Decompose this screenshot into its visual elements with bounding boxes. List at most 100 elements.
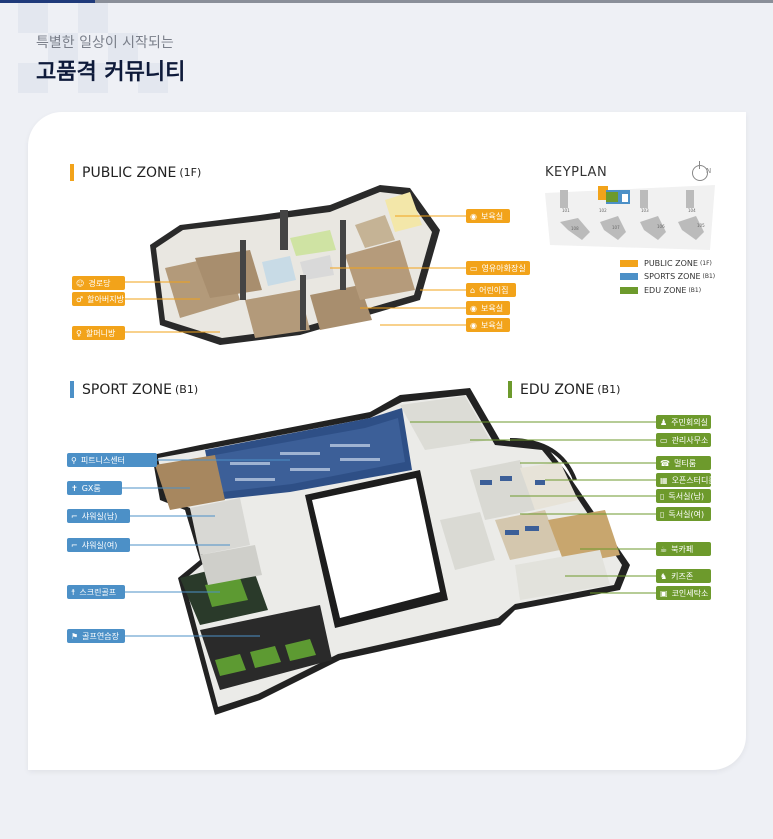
playground-icon: ⌂ <box>470 285 476 295</box>
tag-label: GX룸 <box>81 483 101 493</box>
public-tag: ▭영유아화장실 <box>466 261 530 275</box>
tag-label: 북카페 <box>671 544 694 554</box>
public-zone-sub: (1F) <box>179 166 202 179</box>
building-number: 101 <box>562 208 570 213</box>
nursing-icon: ▭ <box>470 263 478 273</box>
sport-tag: ⚑골프연습장 <box>67 629 125 643</box>
edu-tag: ☎멀티룸 <box>656 456 711 470</box>
edu-leader-lines <box>410 421 656 594</box>
tag-label: 영유아화장실 <box>481 263 526 273</box>
meeting-icon: ♟ <box>660 417 668 427</box>
golf-flag-icon: ⚑ <box>71 631 79 641</box>
golf-swing-icon: ☨ <box>71 587 76 597</box>
checker-decoration <box>18 3 198 113</box>
tag-label: 관리사무소 <box>671 435 709 445</box>
keyplan-building-numbers: 101 102 103 104 105 106 107 108 <box>562 208 705 231</box>
legend-swatch <box>620 273 638 280</box>
tag-label: 샤워실(남) <box>81 511 118 521</box>
legend-item: SPORTS ZONE (B1) <box>620 272 715 281</box>
keyplan-title: KEYPLAN <box>545 165 608 180</box>
tag-label: 할아버지방 <box>87 294 124 304</box>
edu-tag: ♟주민회의실 <box>656 415 711 429</box>
public-zone-marker <box>70 164 74 181</box>
sport-edu-plan <box>152 388 630 715</box>
study-room-icon: ▦ <box>660 475 668 485</box>
legend-label: EDU ZONE <box>644 286 687 295</box>
public-zone-title: PUBLIC ZONE (1F) <box>70 164 201 181</box>
tag-label: 스크린골프 <box>79 587 117 597</box>
page-title: 고품격 커뮤니티 <box>36 60 186 85</box>
edu-zone-marker <box>508 381 512 398</box>
edu-zone-label: EDU ZONE <box>520 381 595 398</box>
legend-sub: (B1) <box>688 287 702 294</box>
kids-icon: ♞ <box>660 571 668 581</box>
edu-tag: ▦오픈스터디룸 <box>656 473 716 487</box>
tag-label: 독서실(남) <box>668 491 705 501</box>
multi-room-icon: ☎ <box>660 458 670 468</box>
building-number: 102 <box>599 208 607 213</box>
tag-label: 피트니스센터 <box>80 455 126 465</box>
page-subtitle: 특별한 일상이 시작되는 <box>36 35 174 51</box>
sport-zone-sub: (B1) <box>175 383 199 396</box>
legend-sub: (1F) <box>699 260 712 267</box>
tag-label: 오픈스터디룸 <box>671 475 716 485</box>
tag-label: 보육실 <box>480 211 504 221</box>
top-bar-accent <box>0 0 95 3</box>
building-number: 106 <box>657 224 665 229</box>
building-number: 105 <box>697 223 705 228</box>
public-tag: ◉보육실 <box>466 209 510 223</box>
public-tag: ☺경로당 <box>72 276 125 290</box>
tag-label: 보육실 <box>480 320 504 330</box>
legend-label: SPORTS ZONE <box>644 272 701 281</box>
public-zone-label: PUBLIC ZONE <box>82 164 177 181</box>
edu-zone-title: EDU ZONE (B1) <box>508 381 620 398</box>
legend-swatch <box>620 287 638 294</box>
laundry-icon: ▣ <box>660 588 668 598</box>
legend-label: PUBLIC ZONE <box>644 259 698 268</box>
building-number: 108 <box>571 226 579 231</box>
tag-label: 할머니방 <box>85 328 116 338</box>
fitness-icon: ⚲ <box>71 455 77 465</box>
man-icon: ♂ <box>76 294 84 304</box>
public-tag: ♀할머니방 <box>72 326 125 340</box>
tag-label: 멀티룸 <box>673 458 697 468</box>
gx-icon: ✝ <box>71 483 78 493</box>
elderly-icon: ☺ <box>76 278 85 288</box>
public-leader-lines <box>125 215 466 333</box>
sport-tag: ⌐샤워실(여) <box>67 538 130 552</box>
edu-tag: ▣코인세탁소 <box>656 586 711 600</box>
sport-zone-title: SPORT ZONE (B1) <box>70 381 198 398</box>
public-tag: ⌂어린이집 <box>466 283 516 297</box>
shower-icon: ⌐ <box>71 540 78 550</box>
north-label: N <box>706 167 712 175</box>
tag-label: 주민회의실 <box>671 417 708 427</box>
edu-tag: ☕북카페 <box>656 542 711 556</box>
reading-room-icon: ▯ <box>660 509 665 519</box>
legend-item: EDU ZONE (B1) <box>620 286 701 295</box>
edu-tag: ▭관리사무소 <box>656 433 711 447</box>
woman-icon: ♀ <box>76 328 82 338</box>
shower-icon: ⌐ <box>71 511 78 521</box>
legend-sub: (B1) <box>702 273 716 280</box>
sport-tag: ⌐샤워실(남) <box>67 509 130 523</box>
childcare-icon: ◉ <box>470 211 477 221</box>
sport-zone-marker <box>70 381 74 398</box>
sport-tag: ⚲피트니스센터 <box>67 453 157 467</box>
public-tag: ♂할아버지방 <box>72 292 125 306</box>
edu-tag: ▯독서실(남) <box>656 489 711 503</box>
legend-item: PUBLIC ZONE (1F) <box>620 259 712 268</box>
top-bar <box>0 0 773 3</box>
building-number: 107 <box>612 225 620 230</box>
childcare-icon: ◉ <box>470 320 477 330</box>
tag-label: 코인세탁소 <box>671 588 709 598</box>
sport-zone-label: SPORT ZONE <box>82 381 172 398</box>
building-number: 104 <box>688 208 696 213</box>
north-arrow-icon <box>692 161 708 181</box>
edu-tag: ▯독서실(여) <box>656 507 711 521</box>
tag-label: 골프연습장 <box>82 631 119 641</box>
tag-label: 독서실(여) <box>668 509 705 519</box>
keyplan-map <box>545 185 715 250</box>
tag-label: 보육실 <box>480 303 504 313</box>
public-tag: ◉보육실 <box>466 318 510 332</box>
